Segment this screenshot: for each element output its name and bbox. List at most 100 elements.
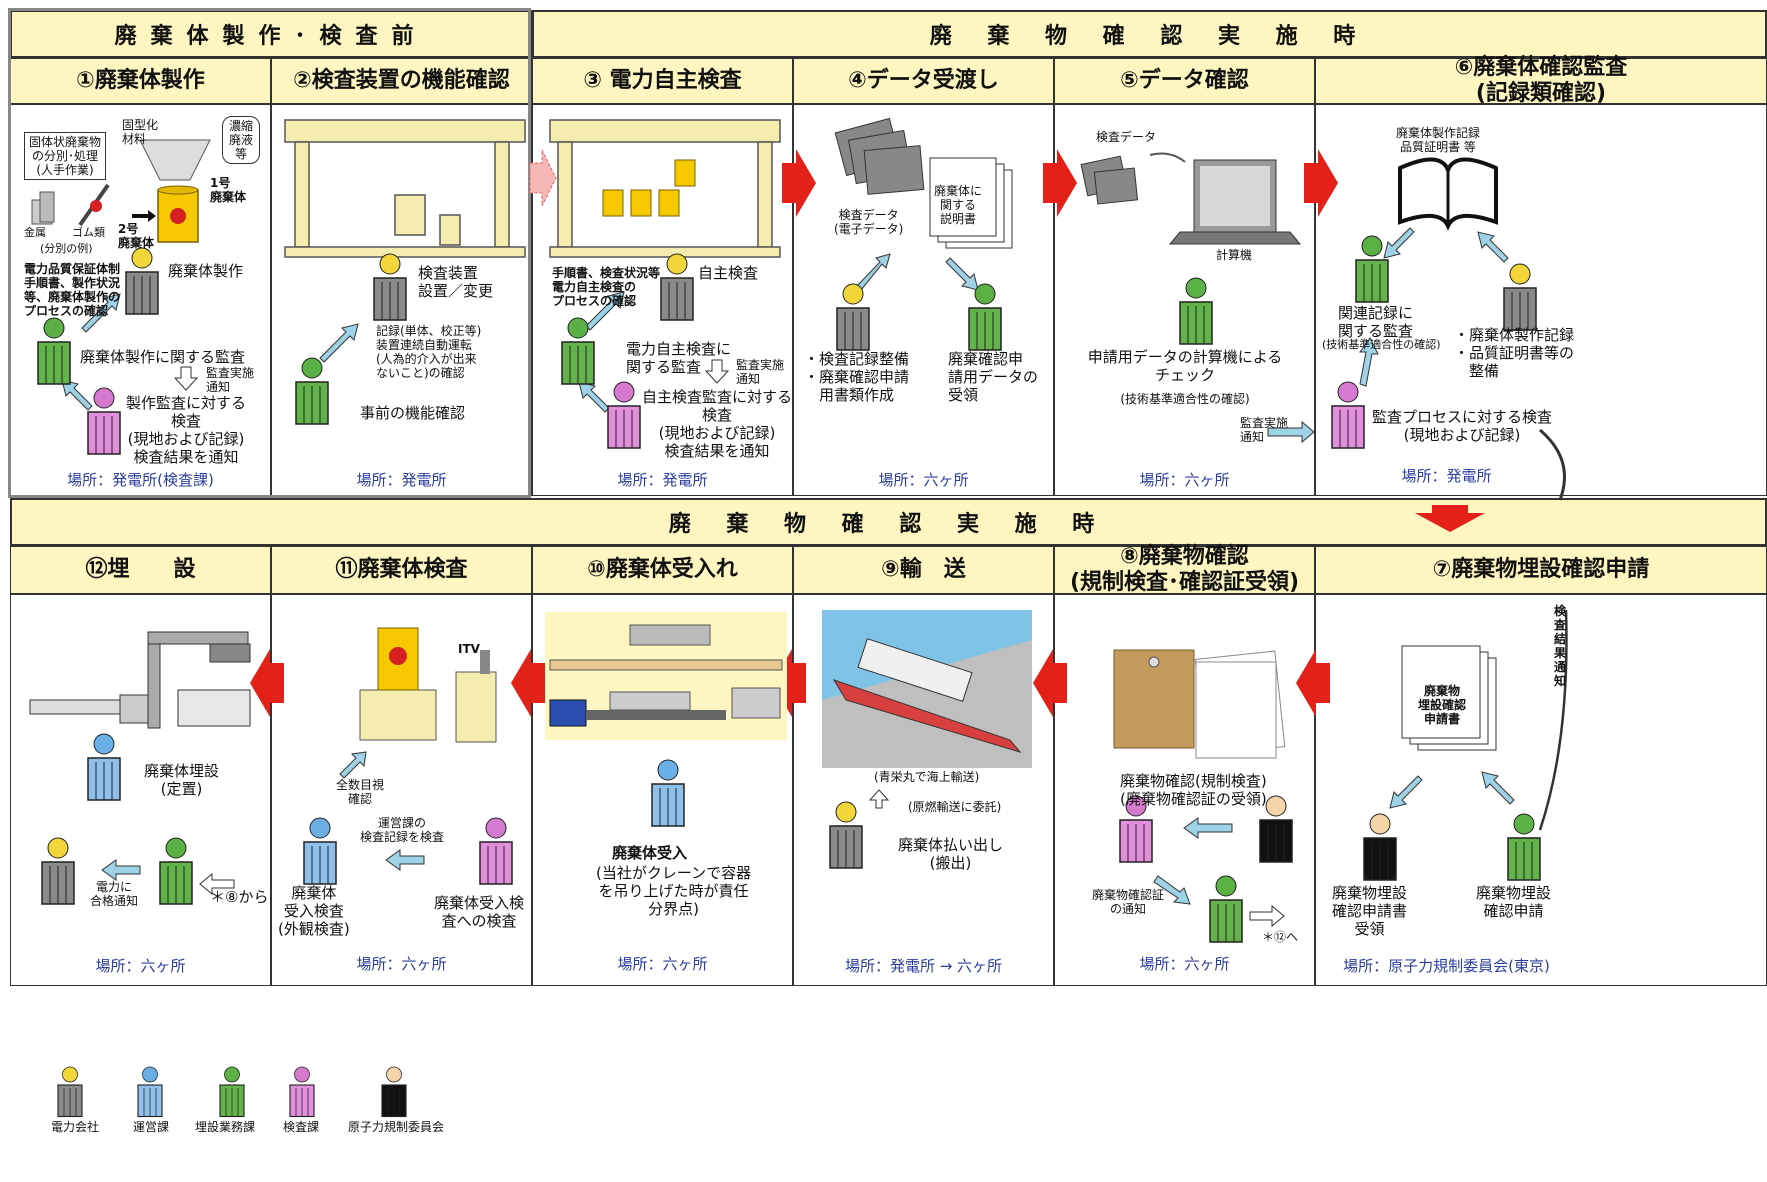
label-acceptance: 廃棄体受入: [612, 844, 688, 862]
red-arrow-8-9: [1033, 649, 1067, 717]
label-responsibility-boundary: (当社がクレーンで容器 を吊り上げた時が責任 分界点): [596, 864, 752, 918]
book-icon: [1398, 157, 1498, 231]
rubber-tool-icon: [78, 183, 110, 227]
step-7-location: 場所：原子力規制委員会(東京): [1343, 957, 1550, 975]
label-data-receipt: 廃棄確認申 請用データの 受領: [948, 350, 1039, 404]
label-visual-check: 全数目視 確認: [336, 778, 385, 806]
step-4-panel: 場所：六ヶ所: [793, 104, 1054, 496]
arrow-7-result-curve: [1538, 609, 1568, 831]
label-inspection-device: 検査装置 設置／変更: [418, 264, 494, 300]
label-inspection-data-4: 検査データ (電子データ): [834, 208, 904, 236]
step-11-location: 場所：六ヶ所: [356, 955, 447, 973]
label-record-prep: ・検査記録整備 ・廃棄確認申請 用書類作成: [804, 350, 910, 404]
legend-operations-icon: [137, 1066, 163, 1118]
arrow-down-notify-1: [173, 366, 199, 391]
step-2-title: ②検査装置の機能確認: [271, 58, 532, 104]
label-application-doc: 廃棄物 埋設確認 申請書: [1417, 684, 1466, 726]
arrow-audit-notify-5: [1267, 420, 1315, 444]
person-burial-dept-6: [1355, 235, 1389, 303]
label-audit-inspection-1: 製作監査に対する 検査 (現地および記録) 検査結果を通知: [126, 394, 247, 466]
label-pass-notice: 電力に 合格通知: [90, 880, 139, 908]
step-9-title: ⑨輸 送: [793, 546, 1054, 594]
label-audit-1: 廃棄体製作に関する監査: [80, 348, 246, 366]
person-burial-dept-7: [1507, 813, 1541, 881]
person-nra-8: [1259, 795, 1293, 863]
label-itv: ITV: [458, 642, 480, 656]
application-doc-icon: [1401, 645, 1497, 751]
label-self-audit-inspection: 自主検査監査に対する 検査 (現地および記録) 検査結果を通知: [642, 388, 793, 460]
arrow-8-to-12: [1249, 904, 1285, 928]
step-1-location: 場所：発電所(検査課): [67, 471, 214, 489]
red-arrow-5-6: [1304, 149, 1338, 217]
legend-nra-icon: [381, 1066, 407, 1118]
label-audit-notify-1: 監査実施 通知: [206, 366, 255, 394]
label-acceptance-inspection: 廃棄体 受入検査 (外観検査): [278, 884, 350, 938]
step-9-location: 場所：発電所 → 六ヶ所: [844, 957, 1003, 975]
label-result-notice: 検査結果通知: [1554, 604, 1567, 688]
step-6-location: 場所：発電所: [1401, 467, 1492, 485]
ship-scene-icon: [822, 610, 1032, 768]
person-inspection-dept-6: [1331, 381, 1365, 449]
laptop-icon: [1168, 159, 1302, 245]
label-records-maintenance: ・廃棄体製作記録 ・品質証明書等の 整備: [1454, 326, 1575, 380]
floppy-small-icon: [1080, 155, 1139, 205]
person-power-company-6: [1503, 263, 1537, 331]
label-self-inspection: 自主検査: [698, 264, 759, 282]
label-kotai: 固体状廃棄物 の分別･処理 (人手作業): [24, 132, 107, 180]
person-inspection-dept-3: [607, 381, 641, 449]
label-gomu: ゴム類: [72, 226, 105, 239]
label-application-receipt: 廃棄物埋設 確認申請書 受領: [1332, 884, 1408, 938]
red-arrow-10-11: [511, 649, 545, 717]
legend-operations: 運営課: [132, 1120, 169, 1134]
person-operations-dept-10: [651, 759, 685, 827]
metal-scrap-icon: [31, 191, 55, 225]
person-power-company-9: [829, 801, 863, 869]
person-power-company-2: [373, 253, 407, 321]
arrow-8-nra-to-inspect: [1183, 817, 1233, 839]
arrow-7-doc-to-nra: [1389, 775, 1423, 809]
arrow-down-notify-3: [704, 359, 730, 384]
arrow-up-3: [585, 291, 625, 331]
label-production-records: 廃棄体製作記録 品質証明書 等: [1396, 126, 1481, 154]
label-tech-standard-6: (技術基準適合性の確認): [1322, 338, 1441, 351]
arrow-left-11: [385, 849, 425, 871]
red-arrow-3-4: [782, 149, 816, 217]
person-burial-dept-2: [295, 357, 329, 425]
label-drum-1: 1号 廃棄体: [210, 176, 247, 204]
certificate-docs-icon: [1194, 650, 1286, 759]
label-application-submit: 廃棄物埋設 確認申請: [1476, 884, 1552, 920]
label-waste-confirmation: 廃棄物確認(規制検査) (廃棄物確認証の受領): [1120, 772, 1267, 808]
step-8-location: 場所：六ヶ所: [1139, 955, 1230, 973]
label-haikitai-seisaku: 廃棄体製作: [168, 262, 244, 280]
arrow-7-up-to-doc: [1481, 771, 1515, 805]
legend-nra: 原子力規制委員会: [347, 1120, 444, 1134]
step-1-title: ①廃棄体製作: [10, 58, 271, 104]
person-burial-dept-5: [1179, 277, 1213, 345]
red-arrow-11-12: [250, 649, 284, 717]
label-bunbetsu: (分別の例): [40, 242, 93, 255]
label-kinzoku: 金属: [24, 226, 46, 239]
legend-burial-dept-icon: [219, 1066, 245, 1118]
step-7-panel: 場所：原子力規制委員会(東京): [1315, 594, 1767, 986]
band-pre-inspection: 廃棄体製作･検査前: [10, 10, 532, 58]
label-certificate-notice: 廃棄物確認証 の通知: [1092, 888, 1165, 916]
step-10-location: 場所：六ヶ所: [617, 955, 708, 973]
person-inspection-dept-1: [87, 387, 121, 455]
person-inspection-dept-11: [479, 817, 513, 885]
person-inspection-dept-8: [1119, 795, 1153, 863]
legend-inspection-dept-icon: [289, 1066, 315, 1118]
person-burial-dept-12: [159, 837, 193, 905]
document-stack-icon: [929, 157, 1013, 249]
label-computer: 計算機: [1216, 248, 1253, 262]
person-power-company-1a: [125, 247, 159, 315]
arrow-left-12: [101, 859, 141, 881]
drum-row-icon: [602, 159, 696, 217]
person-burial-dept-4: [968, 283, 1002, 351]
step-6-title: ⑥廃棄体確認監査 (記録類確認): [1315, 55, 1767, 106]
label-dispatch: 廃棄体払い出し (搬出): [898, 836, 1004, 872]
label-inspection-data-5: 検査データ: [1096, 130, 1157, 144]
person-power-company-12: [41, 837, 75, 905]
label-procedure-3: 手順書、検査状況等 電力自主検査の プロセスの確認: [552, 266, 661, 308]
label-ops-records: 運営課の 検査記録を検査: [360, 816, 445, 844]
